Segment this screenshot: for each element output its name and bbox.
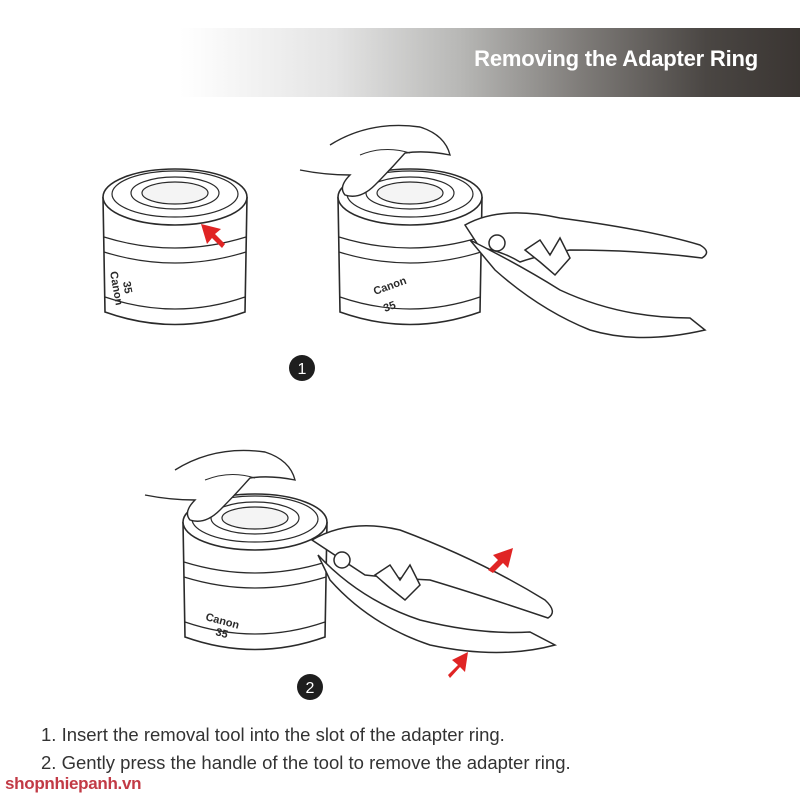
red-arrow-icon <box>448 652 468 678</box>
lens-brand-label: Canon <box>107 270 125 306</box>
lens-focal-label: 35 <box>120 280 134 294</box>
lens-focal-label: 35 <box>382 299 398 314</box>
page-title: Removing the Adapter Ring <box>474 46 758 71</box>
watermark: shopnhiepanh.vn <box>5 774 142 793</box>
section-header-bar: Removing the Adapter Ring <box>180 28 800 97</box>
lens-illustration-1: Canon 35 <box>102 168 248 326</box>
step-number: 2 <box>306 680 315 697</box>
pliers-tool-illustration <box>463 212 708 339</box>
lens-illustration-2: Canon 35 <box>337 168 483 326</box>
lens-illustration-3: Canon 35 <box>182 493 328 651</box>
step-badge-1: 1 <box>289 355 315 381</box>
step-number: 1 <box>298 361 307 378</box>
step-badge-2: 2 <box>297 674 323 700</box>
lens-focal-label: 35 <box>214 626 229 641</box>
pliers-tool-illustration <box>310 525 558 654</box>
instruction-step-2: 2. Gently press the handle of the tool t… <box>41 752 571 773</box>
instruction-step-1: 1. Insert the removal tool into the slot… <box>41 724 505 745</box>
red-arrow-icon <box>488 548 513 573</box>
red-arrow-icon <box>201 224 225 248</box>
